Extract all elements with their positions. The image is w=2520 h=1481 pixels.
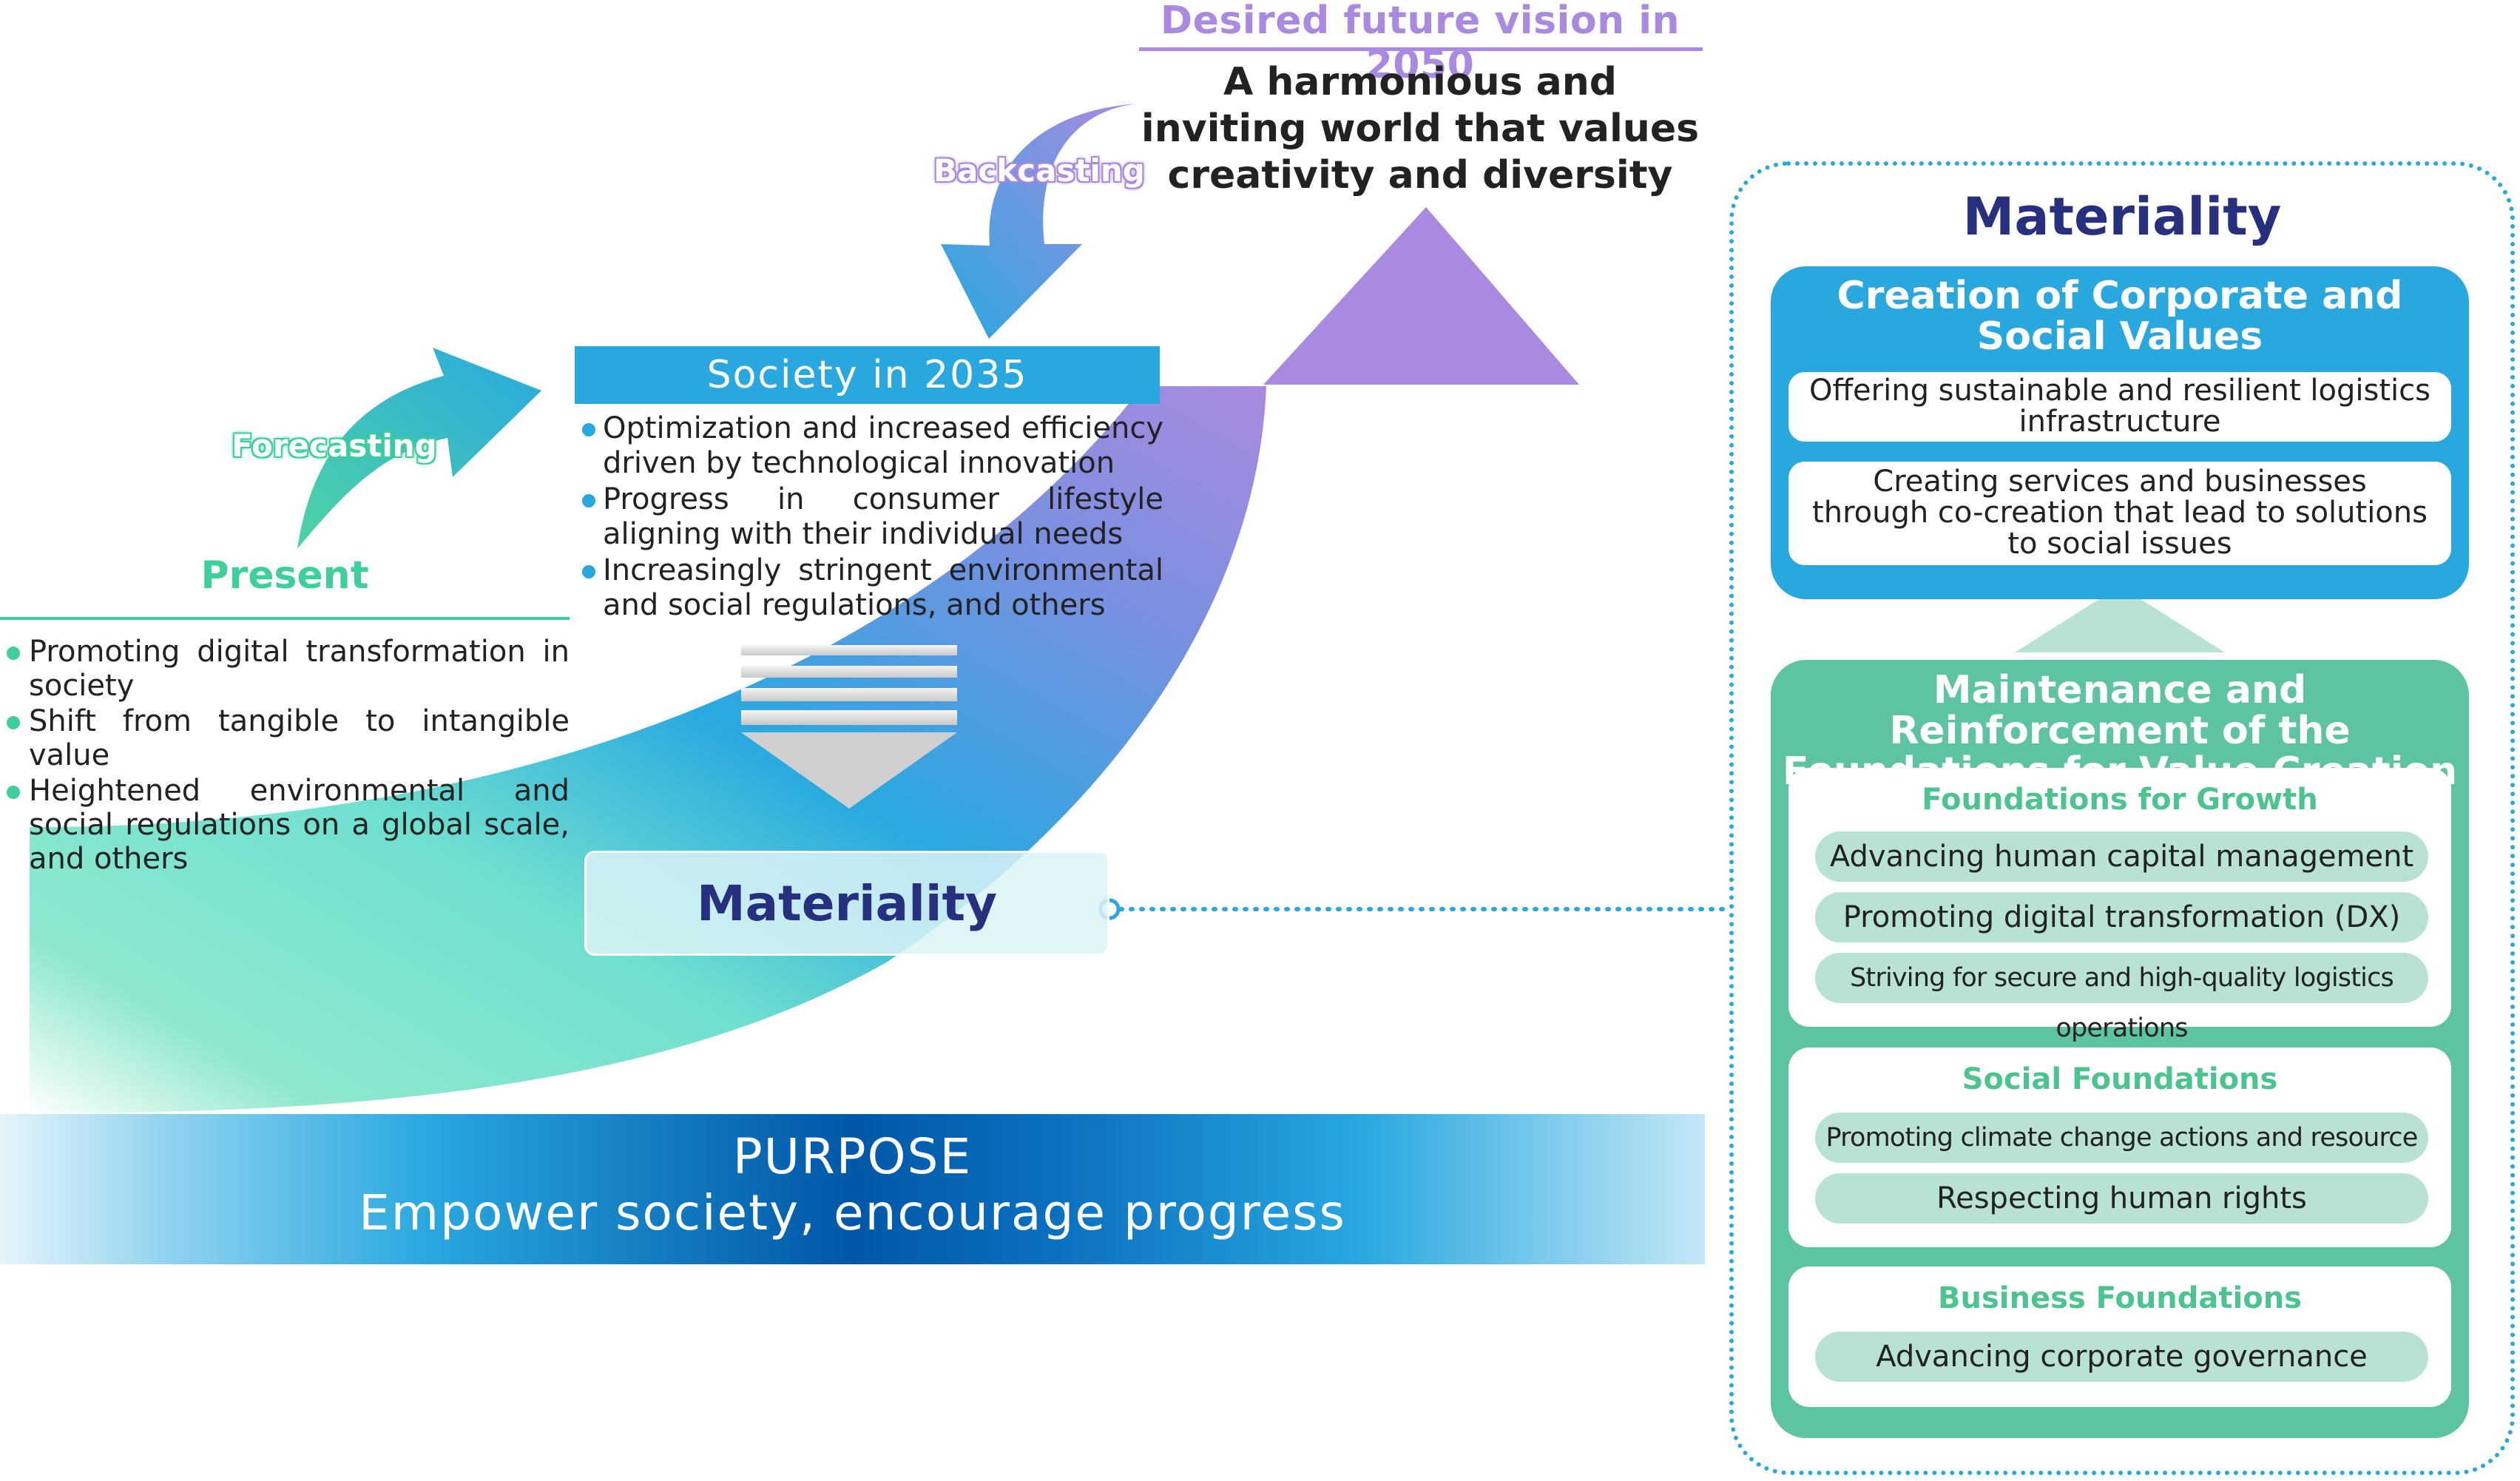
vision-title: Desired future vision in 2050	[1160, 0, 1680, 87]
group-title: Business Foundations	[1938, 1281, 2302, 1315]
creation-item: Offering sustainable and resilient logis…	[1788, 372, 2451, 442]
purpose-label: PURPOSE	[732, 1128, 973, 1185]
materiality-item: Advancing human capital management	[1815, 831, 2428, 882]
list-item: Promoting digital transformation in soci…	[4, 635, 570, 703]
creation-title: Creation of Corporate and Social Values	[1837, 274, 2403, 359]
list-item: Optimization and increased efficiency dr…	[579, 411, 1163, 481]
up-triangle	[2015, 586, 2225, 652]
list-item: Heightened environmental and social regu…	[4, 774, 570, 876]
growth-arrow-head	[1263, 207, 1579, 385]
list-item: Shift from tangible to intangible value	[4, 704, 570, 772]
down-arrow	[741, 732, 957, 809]
vision-underline	[1139, 47, 1703, 51]
materiality-item: Striving for secure and high-quality log…	[1815, 953, 2428, 1043]
present-list: Promoting digital transformation in soci…	[4, 635, 570, 877]
growth-arrow	[30, 386, 1266, 1113]
stripe	[741, 645, 957, 655]
purpose-text: Empower society, encourage progress	[359, 1184, 1346, 1241]
purpose-band: PURPOSE Empower society, encourage progr…	[0, 1114, 1705, 1264]
materiality-item: Respecting human rights	[1815, 1173, 2428, 1224]
business-foundations-group: Business Foundations Advancing corporate…	[1788, 1266, 2451, 1407]
group-title: Social Foundations	[1962, 1062, 2278, 1096]
materiality-panel-frame	[1729, 161, 2515, 1475]
social-foundations-group: Social Foundations Promoting climate cha…	[1788, 1048, 2451, 1247]
materiality-item: Promoting climate change actions and res…	[1815, 1113, 2428, 1203]
society-title: Society in 2035	[575, 346, 1160, 404]
materiality-center-box: Materiality	[584, 851, 1109, 956]
forecasting-arrow	[297, 348, 541, 549]
stripe	[741, 688, 957, 701]
creation-item: Creating services and businesses through…	[1788, 462, 2451, 565]
society-list: Optimization and increased efficiency dr…	[579, 411, 1163, 624]
backcasting-arrow	[941, 104, 1138, 339]
foundations-growth-group: Foundations for Growth Advancing human c…	[1788, 768, 2451, 1043]
group-title: Foundations for Growth	[1922, 783, 2318, 817]
stripe	[741, 710, 957, 725]
backcasting-label: Backcasting	[933, 152, 1145, 189]
present-title: Present	[200, 553, 369, 598]
list-item: Progress in consumer lifestyle aligning …	[579, 482, 1163, 552]
present-underline	[0, 617, 570, 620]
materiality-item: Promoting digital transformation (DX)	[1815, 892, 2428, 942]
list-item: Increasingly stringent environmental and…	[579, 553, 1163, 623]
materiality-panel-title: Materiality	[1962, 186, 2282, 247]
forecasting-label: Forecasting	[232, 428, 437, 464]
vision-text: A harmonious and inviting world that val…	[1141, 60, 1700, 198]
materiality-item: Advancing corporate governance	[1815, 1332, 2428, 1382]
stripe	[741, 666, 957, 678]
